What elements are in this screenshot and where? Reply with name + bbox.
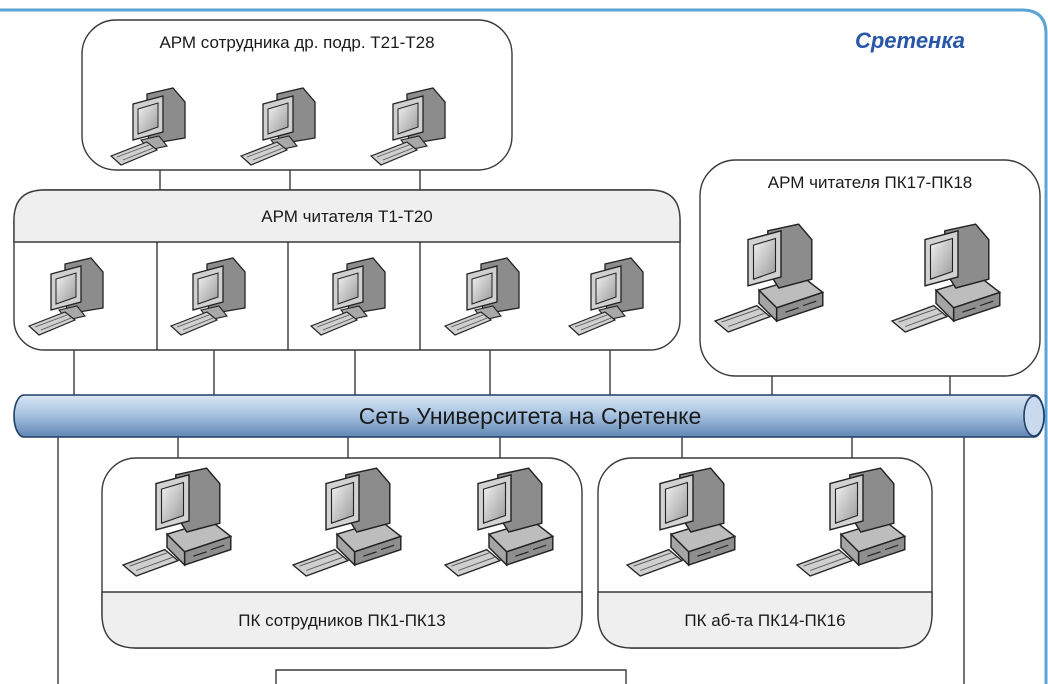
group-subscription-pc-label: ПК аб-та ПК14-ПК16 (684, 611, 845, 630)
group-staff-other-dept: АРМ сотрудника др. подр. Т21-Т28 (81, 19, 513, 171)
group-staff-other-dept-label: АРМ сотрудника др. подр. Т21-Т28 (159, 33, 434, 52)
group-reader-t-label: АРМ читателя Т1-Т20 (261, 207, 433, 226)
group-staff-pc-label: ПК сотрудников ПК1-ПК13 (238, 611, 446, 630)
location-label: Сретенка (855, 28, 965, 53)
group-reader-pk-label: АРМ читателя ПК17-ПК18 (768, 173, 972, 192)
group-subscription-pc: ПК аб-та ПК14-ПК16 (597, 457, 933, 649)
partial-box-bottom (275, 669, 627, 684)
network-bus-label: Сеть Университета на Сретенке (359, 403, 702, 429)
outer-frame (0, 8, 1048, 684)
group-reader-t: АРМ читателя Т1-Т20 (13, 189, 681, 351)
group-staff-pc: ПК сотрудников ПК1-ПК13 (101, 457, 583, 649)
group-reader-pk: АРМ читателя ПК17-ПК18 (699, 159, 1041, 377)
network-bus: Сеть Университета на Сретенке (13, 394, 1045, 438)
